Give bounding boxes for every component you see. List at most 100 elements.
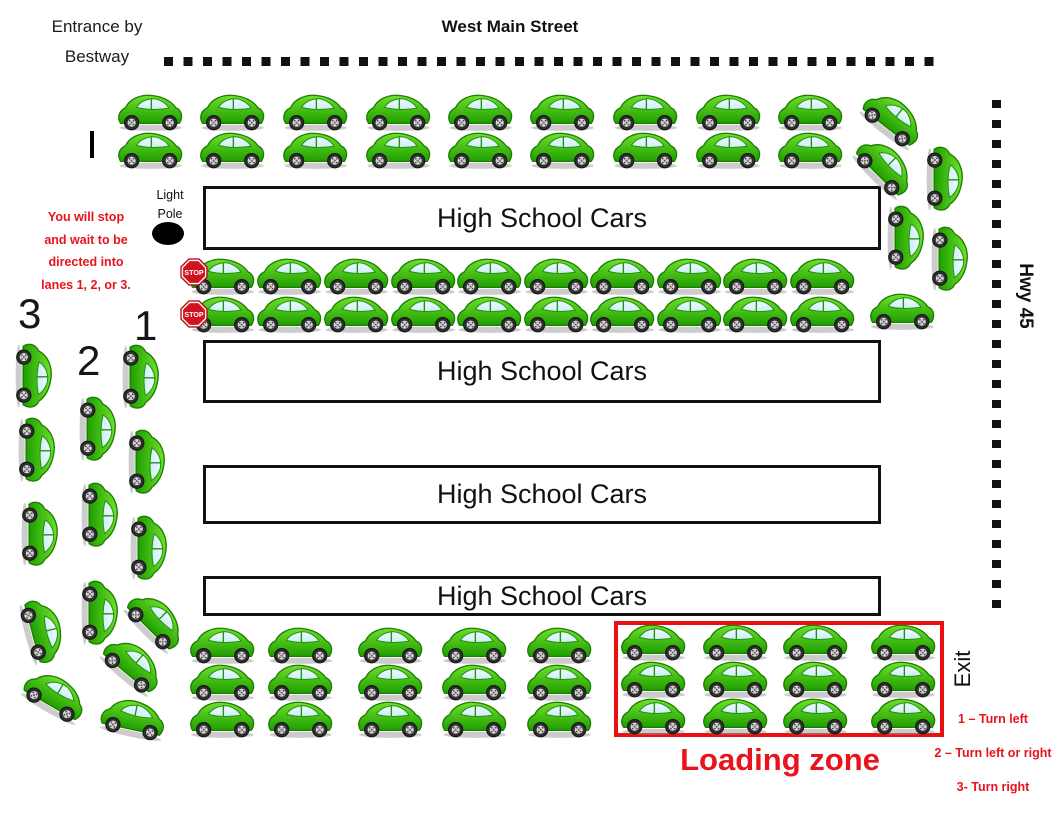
wait-instructions: You will stop and wait to be directed in… — [32, 206, 140, 296]
car-icon — [281, 92, 349, 133]
car-icon — [322, 294, 390, 335]
high-school-cars-box-1: High School Cars — [203, 186, 881, 250]
car-icon — [869, 622, 937, 663]
car-icon — [266, 625, 334, 666]
high-school-cars-box-3: High School Cars — [203, 465, 881, 524]
car-icon — [525, 625, 593, 666]
lane-number-3: 3 — [18, 290, 42, 337]
entrance-label: Entrance by Bestway — [34, 12, 160, 72]
car-icon — [20, 499, 61, 567]
car-icon — [446, 130, 514, 171]
car-icon — [281, 130, 349, 171]
car-icon — [127, 427, 168, 495]
svg-text:STOP: STOP — [184, 311, 203, 319]
car-icon — [129, 513, 170, 581]
car-icon — [655, 294, 723, 335]
high-school-cars-box-4: High School Cars — [203, 576, 881, 616]
car-icon — [869, 696, 937, 737]
turn-legend: 1 – Turn left 2 – Turn left or right 3- … — [930, 712, 1056, 794]
car-icon — [455, 294, 523, 335]
car-icon — [776, 92, 844, 133]
car-icon — [266, 699, 334, 740]
car-icon — [356, 662, 424, 703]
car-icon — [522, 294, 590, 335]
car-icon — [188, 699, 256, 740]
light-pole-icon — [152, 222, 184, 245]
lane-number-2: 2 — [77, 337, 101, 384]
car-icon — [255, 294, 323, 335]
car-icon — [528, 130, 596, 171]
car-icon — [588, 256, 656, 297]
car-icon — [78, 394, 119, 462]
car-icon — [694, 92, 762, 133]
car-icon — [364, 92, 432, 133]
car-icon — [440, 625, 508, 666]
car-icon — [364, 130, 432, 171]
car-icon — [446, 92, 514, 133]
car-icon — [781, 696, 849, 737]
car-icon — [121, 342, 162, 410]
lane-number-1: 1 — [134, 302, 158, 349]
svg-text:STOP: STOP — [184, 269, 203, 277]
car-icon — [886, 203, 927, 271]
car-icon — [322, 256, 390, 297]
car-icon — [868, 291, 936, 332]
car-icon — [611, 92, 679, 133]
car-icon — [17, 415, 58, 483]
car-icon — [788, 256, 856, 297]
entrance-line1: Entrance by — [51, 17, 143, 36]
car-icon — [525, 662, 593, 703]
car-icon — [15, 660, 94, 730]
car-icon — [356, 625, 424, 666]
car-icon — [701, 659, 769, 700]
car-icon — [776, 130, 844, 171]
road-tick-mark — [90, 131, 94, 158]
car-icon — [619, 622, 687, 663]
car-icon — [655, 256, 723, 297]
car-icon — [440, 699, 508, 740]
legend-lane2: 2 – Turn left or right — [934, 746, 1052, 760]
car-icon — [930, 224, 971, 292]
car-icon — [95, 691, 170, 745]
legend-lane3: 3- Turn right — [956, 780, 1030, 794]
car-icon — [619, 696, 687, 737]
car-icon — [455, 256, 523, 297]
street-dashed-line — [164, 57, 936, 66]
car-icon — [356, 699, 424, 740]
stop-sign-icon: STOP — [180, 300, 208, 328]
car-icon — [619, 659, 687, 700]
car-icon — [925, 144, 966, 212]
wait-line3: directed into — [48, 255, 124, 269]
car-icon — [440, 662, 508, 703]
car-icon — [869, 659, 937, 700]
highway-label: Hwy 45 — [1015, 263, 1036, 329]
wait-line4: lanes 1, 2, or 3. — [41, 277, 131, 292]
loading-zone-box — [614, 621, 944, 737]
stop-sign-icon: STOP — [180, 258, 208, 286]
car-icon — [721, 256, 789, 297]
car-icon — [116, 130, 184, 171]
light-pole-line2: Pole — [157, 207, 183, 221]
highway-dashed-line — [992, 100, 1001, 610]
light-pole-label: Light Pole — [145, 186, 195, 224]
loading-zone-label: Loading zone — [680, 742, 880, 777]
car-icon — [14, 341, 55, 409]
light-pole-line1: Light — [156, 188, 184, 202]
legend-lane1: 1 – Turn left — [958, 712, 1028, 726]
car-icon — [389, 294, 457, 335]
car-icon — [528, 92, 596, 133]
car-icon — [788, 294, 856, 335]
car-icon — [266, 662, 334, 703]
car-icon — [781, 659, 849, 700]
car-icon — [198, 130, 266, 171]
high-school-cars-box-2: High School Cars — [203, 340, 881, 403]
car-icon — [694, 130, 762, 171]
entrance-line2: Bestway — [64, 47, 130, 66]
car-icon — [588, 294, 656, 335]
street-name-label: West Main Street — [441, 17, 579, 36]
exit-label: Exit — [950, 650, 975, 688]
car-icon — [389, 256, 457, 297]
car-icon — [781, 622, 849, 663]
car-icon — [255, 256, 323, 297]
